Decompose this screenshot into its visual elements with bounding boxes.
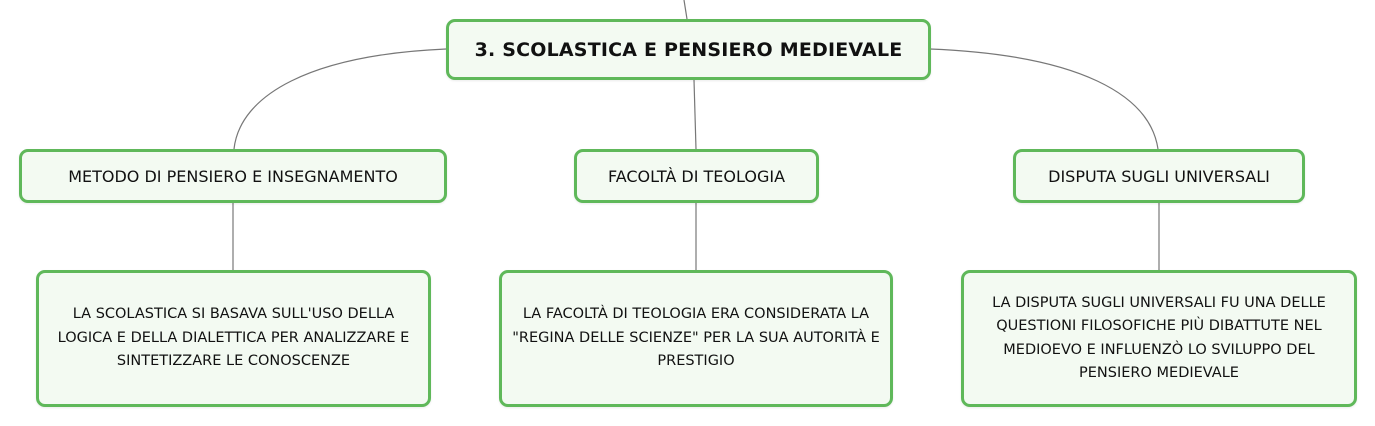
- connector-incoming: [683, 0, 688, 20]
- connector-root-to-branch-3: [929, 48, 1159, 150]
- detail-topic-teologia[interactable]: LA FACOLTÀ DI TEOLOGIA ERA CONSIDERATA L…: [499, 270, 893, 407]
- branch-topic-label: METODO DI PENSIERO E INSEGNAMENTO: [68, 166, 398, 186]
- branch-topic-label: DISPUTA SUGLI UNIVERSALI: [1048, 166, 1270, 186]
- branch-topic-metodo[interactable]: METODO DI PENSIERO E INSEGNAMENTO: [19, 149, 447, 203]
- detail-topic-universali[interactable]: LA DISPUTA SUGLI UNIVERSALI FU UNA DELLE…: [961, 270, 1357, 407]
- detail-topic-text: LA SCOLASTICA SI BASAVA SULL'USO DELLA L…: [57, 306, 410, 370]
- connector-root-to-branch-2: [693, 79, 697, 150]
- branch-topic-teologia[interactable]: FACOLTÀ DI TEOLOGIA: [574, 149, 819, 203]
- connector-root-to-branch-1: [233, 48, 447, 150]
- branch-topic-universali[interactable]: DISPUTA SUGLI UNIVERSALI: [1013, 149, 1305, 203]
- detail-topic-metodo[interactable]: LA SCOLASTICA SI BASAVA SULL'USO DELLA L…: [36, 270, 431, 407]
- detail-topic-text: LA DISPUTA SUGLI UNIVERSALI FU UNA DELLE…: [992, 294, 1326, 381]
- detail-topic-text: LA FACOLTÀ DI TEOLOGIA ERA CONSIDERATA L…: [512, 306, 880, 370]
- root-topic[interactable]: 3. SCOLASTICA E PENSIERO MEDIEVALE: [446, 19, 931, 80]
- root-topic-label: 3. SCOLASTICA E PENSIERO MEDIEVALE: [474, 38, 903, 61]
- branch-topic-label: FACOLTÀ DI TEOLOGIA: [607, 166, 786, 186]
